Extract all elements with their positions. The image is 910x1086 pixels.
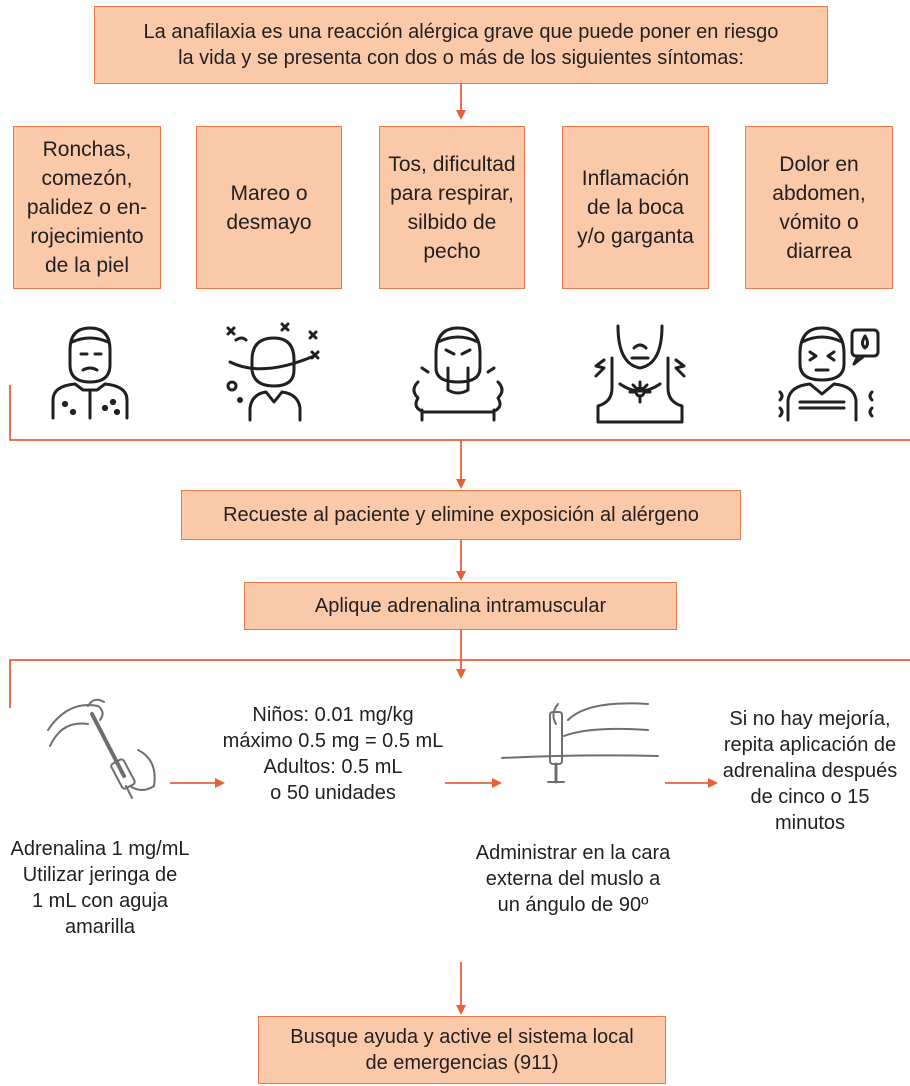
swollen-throat-icon xyxy=(590,318,690,424)
bracket-symptoms xyxy=(9,385,910,441)
intro-box: La anafilaxia es una reacción alérgica g… xyxy=(94,6,828,84)
symptom-label-abdomen: Dolor en abdomen, vómito o diarrea xyxy=(772,152,866,263)
recline-text: Recueste al paciente y elimine exposició… xyxy=(223,504,699,526)
symptom-box-abdomen: Dolor en abdomen, vómito o diarrea xyxy=(745,126,893,289)
symptom-box-skin: Ronchas, comezón, palidez o en- rojecimi… xyxy=(13,126,161,289)
help-box: Busque ayuda y active el sistema local d… xyxy=(258,1016,666,1084)
repeat-text: Si no hay mejoría, repita aplicación de … xyxy=(722,708,898,834)
syringe-drawing-icon xyxy=(28,690,168,800)
adrenaline-box: Aplique adrenalina intramuscular xyxy=(244,582,677,630)
adrenaline-text: Aplique adrenalina intramuscular xyxy=(314,595,607,617)
intro-text: La anafilaxia es una reacción alérgica g… xyxy=(143,21,779,69)
symptom-box-dizziness: Mareo o desmayo xyxy=(196,126,342,289)
symptom-label-throat: Inflamación de la boca y/o garganta xyxy=(577,167,694,248)
symptom-label-respiratory: Tos, dificultad para respirar, silbido d… xyxy=(388,152,516,263)
thigh-injection-icon xyxy=(498,690,663,790)
stomach-ache-person-icon xyxy=(778,322,882,422)
injection-caption: Administrar en la cara externa del muslo… xyxy=(475,842,671,916)
dizzy-person-icon xyxy=(222,322,322,422)
symptom-box-throat: Inflamación de la boca y/o garganta xyxy=(562,126,709,289)
skin-rash-person-icon xyxy=(45,320,135,420)
recline-box: Recueste al paciente y elimine exposició… xyxy=(181,490,741,540)
bracket-procedure xyxy=(9,659,910,708)
coughing-person-icon xyxy=(408,320,508,422)
syringe-caption: Adrenalina 1 mg/mL Utilizar jeringa de 1… xyxy=(10,838,190,938)
help-text: Busque ayuda y active el sistema local d… xyxy=(290,1026,634,1074)
dose-text: Niños: 0.01 mg/kg máximo 0.5 mg = 0.5 mL… xyxy=(222,704,444,804)
symptom-box-respiratory: Tos, dificultad para respirar, silbido d… xyxy=(379,126,525,289)
symptom-label-skin: Ronchas, comezón, palidez o en- rojecimi… xyxy=(26,138,148,277)
symptom-label-dizziness: Mareo o desmayo xyxy=(226,181,312,234)
